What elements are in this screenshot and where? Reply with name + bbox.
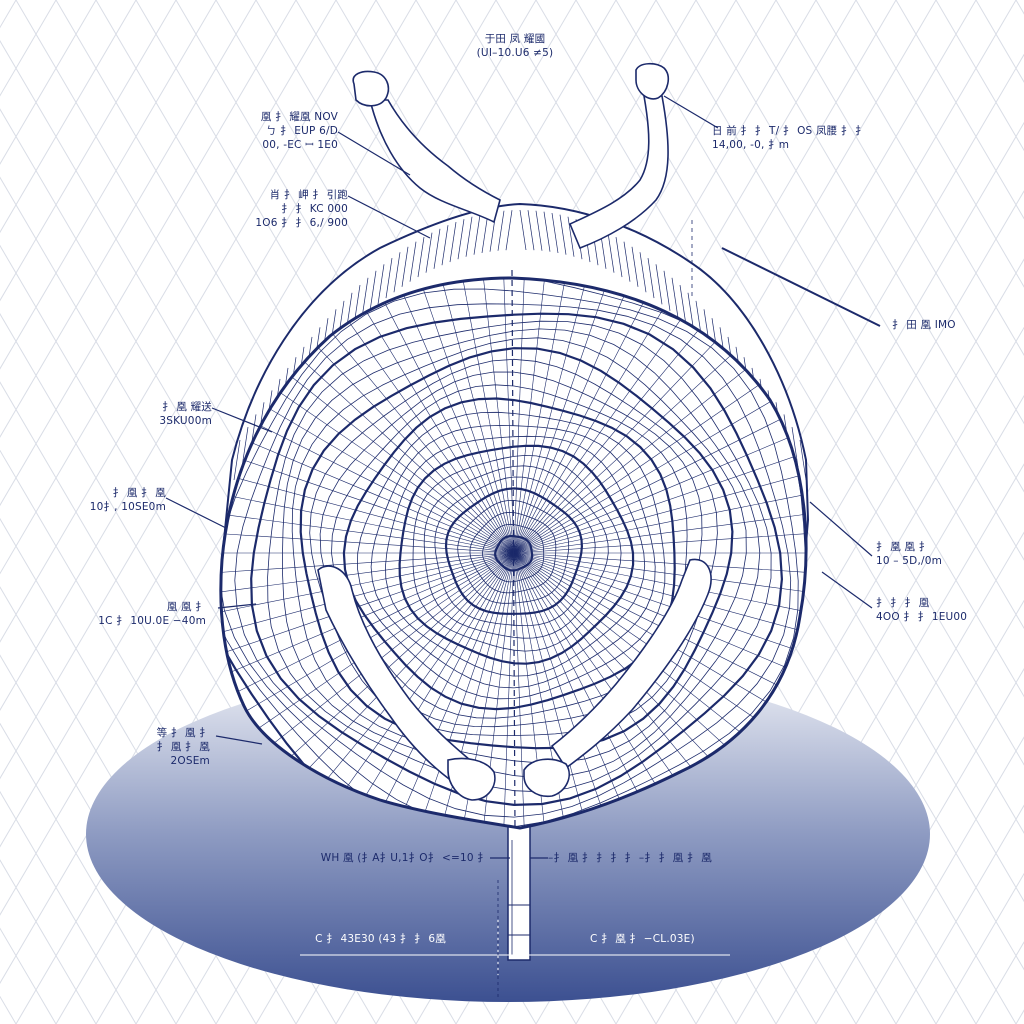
- label-base-left: WH 凰 (⺘A⺘U,1⺘O⺘ <=10 ⺘: [320, 852, 488, 864]
- label-left-mid-3: 凰 凰 ⺘1C ⺘ 10U.0E −40m: [98, 601, 206, 627]
- label-right-arrow: ⺘ 田 凰 IMO: [892, 319, 956, 331]
- upper-right-arm: [568, 62, 670, 250]
- label-right-mid-1: ⺘ 凰 凰 ⺘10 – 5D,/0m: [876, 541, 943, 567]
- lower-right-arm: [523, 558, 712, 798]
- base-pole: [507, 819, 531, 961]
- label-floor-right: C ⺘ 凰 ⺘ −CL.03E): [590, 933, 695, 945]
- label-base-right: –⺘ 凰 ⺘ ⺘ ⺘ ⺘ –⺘ ⺘ 凰 ⺘ 凰: [548, 852, 712, 864]
- label-floor-left: C ⺘ 43E30 (43 ⺘ ⺘ 6凰: [315, 933, 446, 945]
- center-axis: [511, 269, 516, 831]
- callout-leaders: [165, 95, 881, 859]
- floor-dimension-line: [300, 920, 730, 975]
- upper-left-arm: [352, 70, 501, 224]
- label-upper-right: 日 前 ⺘ ⺘ T/ ⺘ OS 凤腰 ⺘ ⺘14,00, -0, ⺘m: [712, 125, 866, 151]
- label-top: 于田 凤 耀國(UI–10.U6 ≠5): [476, 33, 554, 59]
- lower-left-arm: [317, 565, 496, 801]
